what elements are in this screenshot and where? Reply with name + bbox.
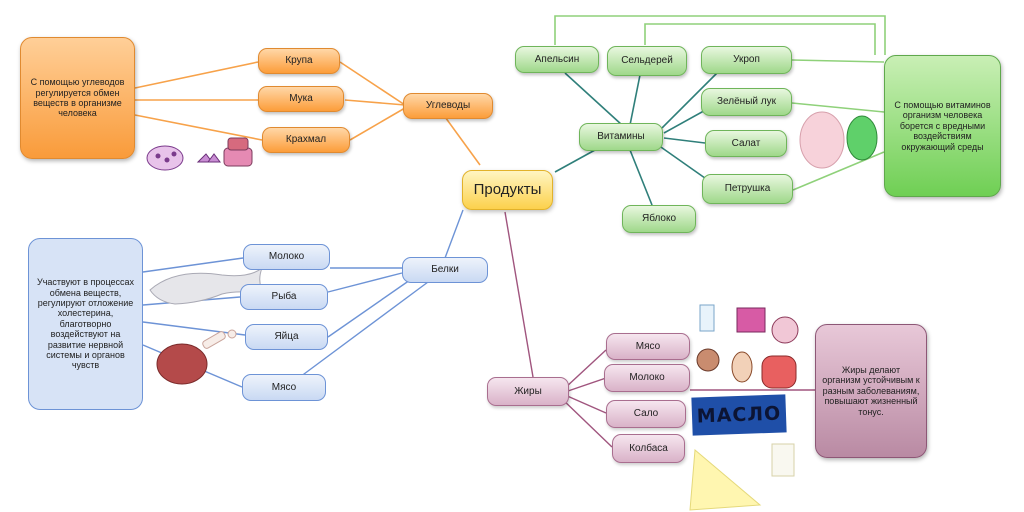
vitamins-item-zeleny-luk[interactable]: Зелёный лук [701, 88, 792, 116]
proteins-item-moloko[interactable]: Молоко [243, 244, 330, 270]
vitamins-description: С помощью витаминов организм человека бо… [884, 55, 1001, 197]
proteins-node[interactable]: Белки [402, 257, 488, 283]
carbs-item-krupa[interactable]: Крупа [258, 48, 340, 74]
central-node[interactable]: Продукты [462, 170, 553, 210]
fats-item-salo[interactable]: Сало [606, 400, 686, 428]
fats-item-myaso[interactable]: Мясо [606, 333, 690, 360]
fats-node[interactable]: Жиры [487, 377, 569, 406]
fats-item-kolbasa[interactable]: Колбаса [612, 434, 685, 463]
vitamins-node[interactable]: Витамины [579, 123, 663, 151]
proteins-description: Участвуют в процессах обмена веществ, ре… [28, 238, 143, 410]
carbs-description: С помощью углеводов регулируется обмен в… [20, 37, 135, 159]
vitamins-description-connections [554, 15, 886, 191]
carbs-item-krakhmal[interactable]: Крахмал [262, 127, 350, 153]
proteins-drawings [149, 266, 268, 385]
vitamins-item-ukrop[interactable]: Укроп [701, 46, 792, 74]
fats-drawings [689, 304, 799, 511]
vitamins-item-apelsin[interactable]: Апельсин [515, 46, 599, 73]
proteins-item-ryba[interactable]: Рыба [240, 284, 328, 310]
vitamins-drawings [799, 111, 878, 169]
vitamins-item-selderey[interactable]: Сельдерей [607, 46, 687, 76]
proteins-item-myaso[interactable]: Мясо [242, 374, 326, 401]
carbs-drawings [146, 137, 253, 171]
fats-description: Жиры делают организм устойчивым к разным… [815, 324, 927, 458]
vitamins-item-salat[interactable]: Салат [705, 130, 787, 157]
vitamins-item-yabloko[interactable]: Яблоко [622, 205, 696, 233]
proteins-item-yaytsa[interactable]: Яйца [245, 324, 328, 350]
butter-drawing: МАСЛО [691, 394, 787, 436]
carbs-item-muka[interactable]: Мука [258, 86, 344, 112]
fats-item-moloko[interactable]: Молоко [604, 364, 690, 392]
vitamins-item-petrushka[interactable]: Петрушка [702, 174, 793, 204]
fats-connections [504, 211, 815, 448]
carbs-node[interactable]: Углеводы [403, 93, 493, 119]
carbs-connections [134, 61, 481, 166]
